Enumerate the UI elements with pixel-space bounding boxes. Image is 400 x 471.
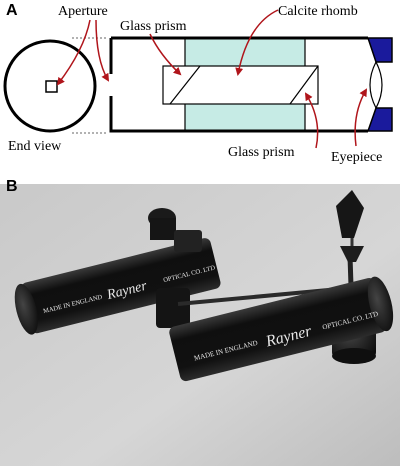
instrument-photograph: MADE IN ENGLAND Rayner OPTICAL CO. LTD M… <box>0 184 400 466</box>
calcite-fill-top <box>185 39 305 66</box>
left-tube-body <box>21 238 221 334</box>
panel-a-letter: A <box>6 2 18 19</box>
label-glass-prism-top: Glass prism <box>120 19 187 34</box>
panel-a-schematic: A <box>0 0 400 176</box>
clamp-collar <box>174 230 202 252</box>
arrow-aperture-end-view <box>56 19 91 86</box>
callout-arrows <box>56 9 368 149</box>
prism-diagonal-right <box>289 65 319 105</box>
end-view <box>3 39 97 133</box>
arrow-calcite-rhomb <box>235 9 279 76</box>
panel-b-photo: B MADE IN ENGLAND Ra <box>0 176 400 466</box>
panel-b-letter: B <box>6 178 18 195</box>
label-glass-prism-bottom: Glass prism <box>228 145 295 160</box>
haidinger-brush-schematic: Aperture Glass prism Calcite rhomb End v… <box>3 4 393 165</box>
arrow-glass-prism-top <box>149 33 182 76</box>
left-tube: MADE IN ENGLAND Rayner OPTICAL CO. LTD <box>14 238 221 335</box>
right-tube: MADE IN ENGLAND Rayner OPTICAL CO. LTD <box>169 276 394 382</box>
rod-clamp <box>340 246 364 262</box>
clamp-assembly <box>148 208 202 328</box>
calcite-fill-bottom <box>185 104 305 131</box>
eyepiece-upper <box>366 37 393 63</box>
eyepiece-lens <box>369 60 383 110</box>
label-eyepiece: Eyepiece <box>331 150 382 165</box>
arrow-aperture-tube <box>95 19 110 82</box>
top-eyepiece-holder <box>336 190 364 238</box>
prism-diagonal-left <box>169 65 201 105</box>
label-end-view: End view <box>8 139 62 154</box>
left-tube-end-cap <box>14 283 38 335</box>
clamp-block <box>150 218 176 240</box>
label-aperture: Aperture <box>58 4 108 19</box>
arrow-eyepiece <box>354 88 368 147</box>
arrow-glass-prism-bottom <box>304 92 319 149</box>
right-tube-body <box>169 277 386 382</box>
tube-outline <box>109 36 368 133</box>
right-tube-end-cap <box>367 276 394 332</box>
prism-assembly <box>162 65 319 105</box>
eyepiece-lower <box>366 107 393 132</box>
clamp-bracket <box>156 288 190 328</box>
tube-body <box>109 36 393 133</box>
label-calcite-rhomb: Calcite rhomb <box>278 4 358 19</box>
end-view-aperture-square <box>45 80 58 93</box>
